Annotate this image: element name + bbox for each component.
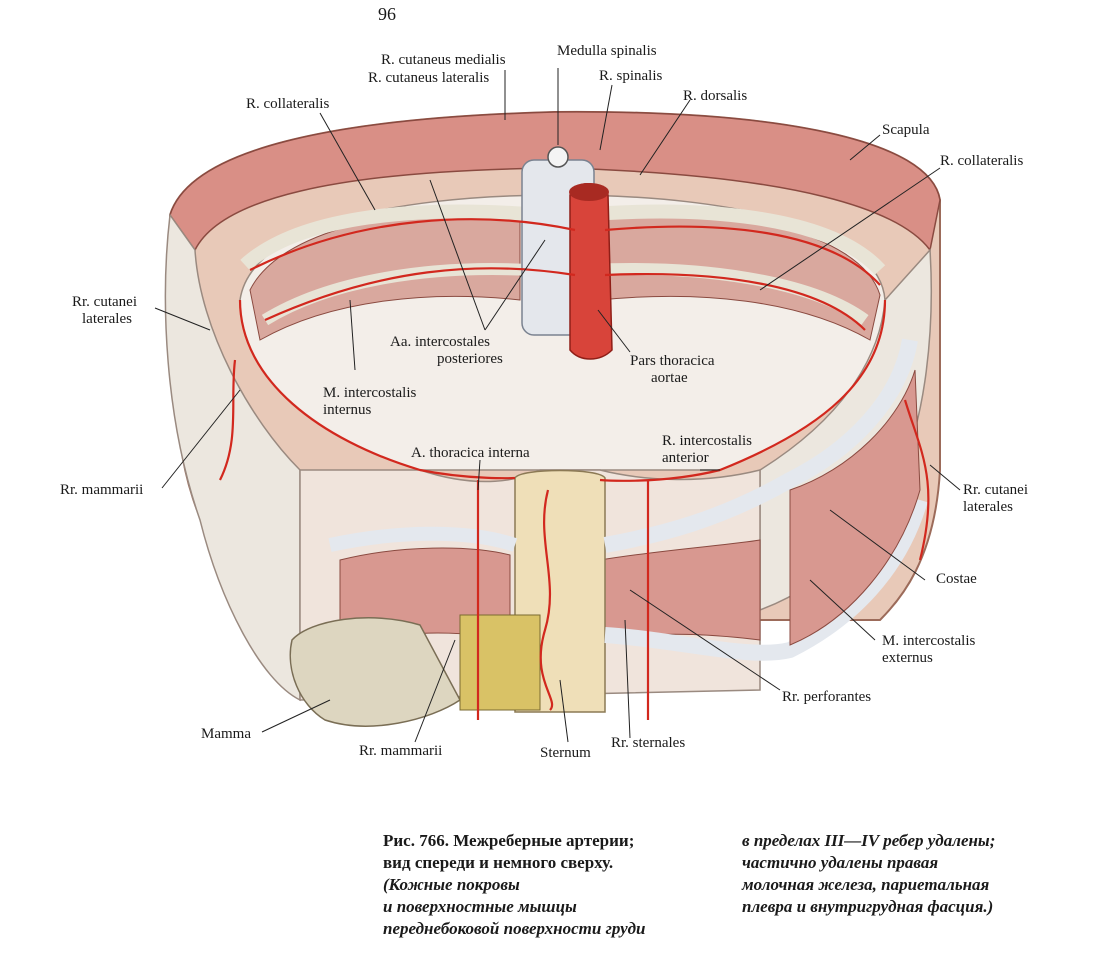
label-mammarii-bottom: Rr. mammarii (359, 743, 443, 759)
label-intercostalis-anterior-1: R. intercostalis (662, 433, 752, 449)
left-lateral-wall (164, 212, 301, 702)
artery-mammary-left (219, 359, 237, 481)
aorta (569, 183, 613, 360)
aorta-opening (569, 183, 609, 201)
caption-line-3: (Кожные покровы (383, 875, 520, 894)
caption-line-8: молочная железа, париетальная (742, 875, 990, 894)
rib-back-upper-right (579, 204, 886, 275)
leader-mamma (261, 699, 331, 733)
rib-back-upper (240, 204, 541, 271)
label-cutanei-laterales-left-2: laterales (82, 311, 132, 327)
label-collateralis-left: R. collateralis (246, 96, 330, 112)
leader-dorsalis (639, 99, 691, 176)
caption-line-9: плевра и внутригрудная фасция.) (742, 897, 994, 916)
leader-mammarii-bottom (414, 639, 456, 743)
caption-line-7: частично удалены правая (742, 853, 939, 872)
caption-right: в пределах III—IV ребер удалены; частичн… (742, 830, 1092, 918)
artery-sternal-branch (539, 489, 554, 711)
label-mamma: Mamma (201, 726, 251, 742)
leader-mammarii-left (161, 389, 241, 489)
rib-back-lower-right (589, 263, 869, 325)
artery-intercostal-right-1 (604, 225, 881, 286)
caption-line-2: вид спереди и немного сверху. (383, 853, 614, 872)
caption-line-6: в пределах III—IV ребер удалены; (742, 831, 996, 850)
page-number: 96 (378, 4, 396, 24)
leader-aa-intercostales-1 (429, 179, 486, 331)
label-perforantes: Rr. perforantes (782, 689, 872, 705)
label-scapula: Scapula (882, 122, 930, 138)
caption-left: Рис. 766. Межреберные артерии; вид спере… (383, 830, 733, 940)
artery-lateral-cutaneous-right (903, 399, 930, 561)
artery-intercostal-anterior-left (238, 299, 516, 480)
label-intercostalis-internus-1: M. intercostalis (323, 385, 417, 401)
rib-front-left (328, 526, 518, 552)
label-aa-intercostales-2: posteriores (437, 351, 503, 367)
label-pars-thoracica-1: Pars thoracica (630, 353, 715, 369)
leader-aa-intercostales-2 (484, 239, 546, 331)
external-intercostal-right (789, 369, 921, 646)
leader-collateralis-right (759, 167, 941, 291)
label-cutaneus-medialis: R. cutaneus medialis (381, 52, 506, 68)
label-medulla-spinalis: Medulla spinalis (557, 43, 657, 59)
label-thoracica-interna: A. thoracica interna (411, 445, 530, 461)
leader-internus (349, 299, 356, 371)
caption-line-5: переднебоковой поверхности груди (383, 919, 646, 938)
rib-front-right (603, 338, 918, 553)
label-cutanei-laterales-right-2: laterales (963, 499, 1013, 515)
leader-costae (829, 509, 926, 581)
medulla-spinalis-circle (547, 146, 569, 168)
label-cutaneus-lateralis: R. cutaneus lateralis (368, 70, 490, 86)
label-sternales: Rr. sternales (611, 735, 686, 751)
leader-externus (809, 579, 876, 641)
leader-thoracica-interna (477, 459, 481, 491)
leader-cutanei-right (929, 464, 961, 491)
label-cutanei-laterales-left-1: Rr. cutanei (72, 294, 137, 310)
leader-sternales (624, 619, 631, 739)
label-r-spinalis: R. spinalis (599, 68, 663, 84)
label-intercostalis-externus-1: M. intercostalis (882, 633, 976, 649)
label-collateralis-right: R. collateralis (940, 153, 1024, 169)
leader-collateralis-left (319, 112, 376, 211)
label-cutanei-laterales-right-1: Rr. cutanei (963, 482, 1028, 498)
label-intercostalis-anterior-2: anterior (662, 450, 709, 466)
label-intercostalis-externus-2: externus (882, 650, 933, 666)
leader-pars-thoracica (597, 309, 631, 353)
leader-scapula (849, 134, 881, 161)
mamma (289, 617, 461, 727)
leader-cutanei-left (154, 307, 211, 331)
artery-intercostal-right-2 (604, 272, 866, 331)
leader-spinalis (599, 84, 613, 151)
mammary-gland-tissue (459, 614, 541, 711)
label-sternum: Sternum (540, 745, 591, 761)
label-costae: Costae (936, 571, 977, 587)
label-mammarii-left: Rr. mammarii (60, 482, 144, 498)
leader-sternum (559, 679, 569, 743)
artery-intercostal-posterior-1 (249, 218, 576, 271)
label-r-dorsalis: R. dorsalis (683, 88, 748, 104)
caption-line-1: Рис. 766. Межреберные артерии; (383, 831, 635, 850)
artery-intercostal-posterior-2 (264, 267, 576, 322)
label-intercostalis-internus-2: internus (323, 402, 372, 418)
caption-line-4: и поверхностные мышцы (383, 897, 577, 916)
artery-intercostal-anterior (599, 299, 887, 482)
leader-perforantes (629, 589, 781, 691)
label-aa-intercostales-1: Aa. intercostales (390, 334, 490, 350)
label-pars-thoracica-2: aortae (651, 370, 688, 386)
muscle-rim-top (169, 111, 941, 252)
